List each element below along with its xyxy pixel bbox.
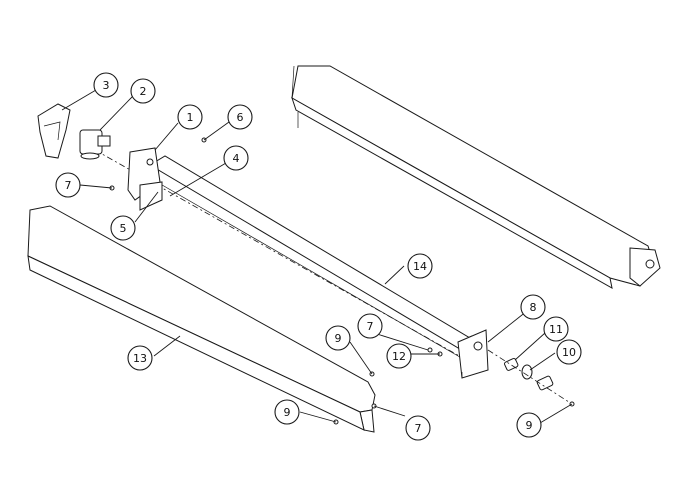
callout-7-middle-label: 7 [367,320,374,333]
motor-part [79,129,111,160]
callout-11: 11 [543,316,569,342]
callout-12-label: 12 [392,350,406,363]
callout-7-bottom-label: 7 [415,422,422,435]
callout-9-bottom-left: 9 [274,399,300,425]
callout-8: 8 [520,294,546,320]
callout-1: 1 [177,104,203,130]
callout-5: 5 [110,215,136,241]
lower-cover-panel [27,205,376,433]
callout-7-middle: 7 [357,313,383,339]
callout-4-label: 4 [233,152,240,165]
right-bracket [457,329,489,379]
callout-10: 10 [556,339,582,365]
callout-5-label: 5 [120,222,127,235]
callout-9-middle-label: 9 [335,332,342,345]
callout-11-label: 11 [549,323,563,336]
callout-12: 12 [386,343,412,369]
callout-1-label: 1 [187,111,194,124]
callout-3-label: 3 [103,79,110,92]
callout-2: 2 [130,78,156,104]
callout-6-label: 6 [237,111,244,124]
callout-9-bottom-right: 9 [516,412,542,438]
callout-7-left-label: 7 [65,179,72,192]
upper-cover-panel [291,65,661,289]
callout-3: 3 [93,72,119,98]
left-bracket [127,147,163,211]
callout-6: 6 [227,104,253,130]
callout-14: 14 [407,253,433,279]
end-cap-part [37,103,71,159]
callout-8-label: 8 [530,301,537,314]
callout-10-label: 10 [562,346,576,359]
callout-9-middle: 9 [325,325,351,351]
callout-9-bottom-left-label: 9 [284,406,291,419]
callout-7-left: 7 [55,172,81,198]
callout-13: 13 [127,345,153,371]
callout-13-label: 13 [133,352,147,365]
callout-4: 4 [223,145,249,171]
callout-9-bottom-right-label: 9 [526,419,533,432]
callout-14-label: 14 [413,260,427,273]
callout-7-bottom: 7 [405,415,431,441]
callout-2-label: 2 [140,85,147,98]
